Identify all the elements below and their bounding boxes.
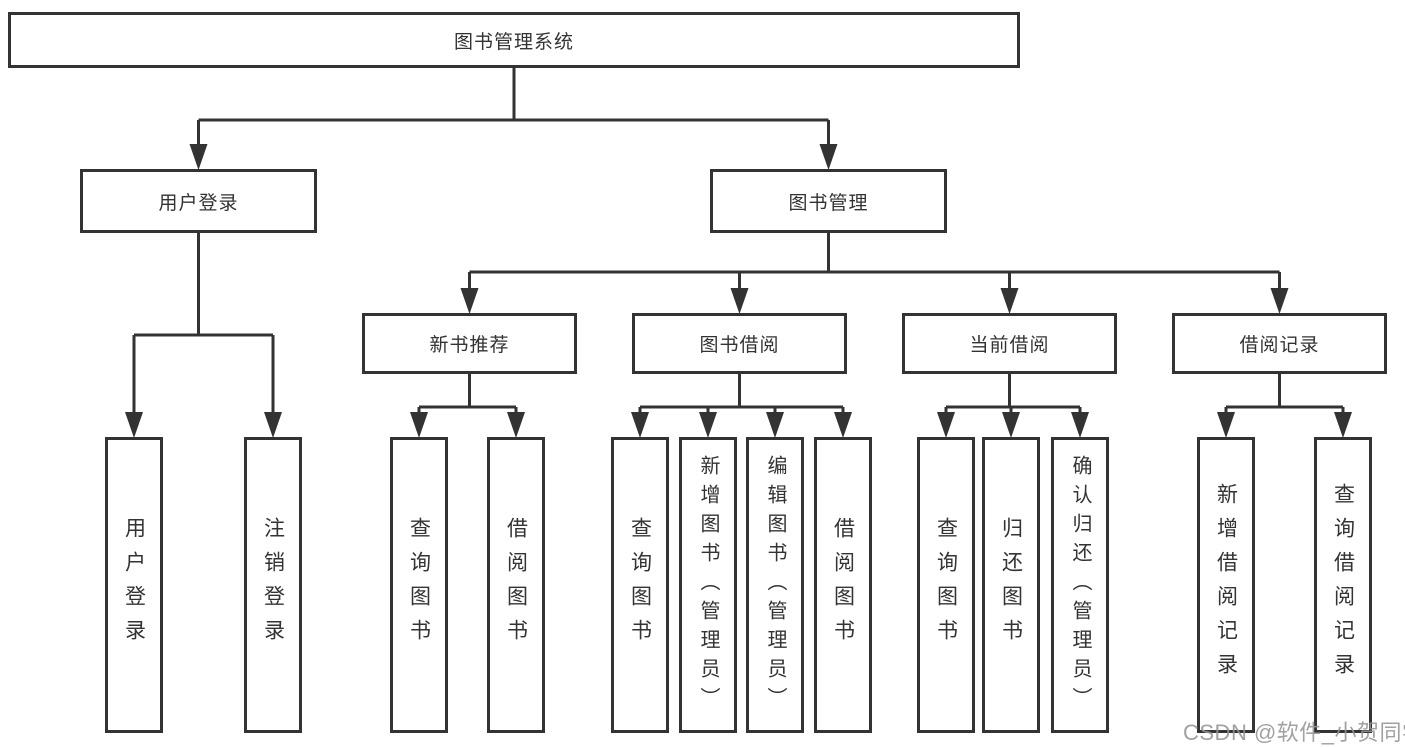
arrow-down-icon (410, 412, 428, 438)
arrow-down-icon (819, 144, 838, 170)
leaf-cb-query-books: 查询图书 (917, 437, 975, 733)
arrow-down-icon (1071, 412, 1089, 438)
leaf-logout: 注销登录 (244, 437, 302, 733)
leaf-bb-edit-books-admin: 编辑图书（管理员） (746, 437, 804, 733)
leaf-nb-borrow-books: 借阅图书 (487, 437, 545, 733)
arrow-down-icon (1334, 412, 1352, 438)
leaf-nb-query-books: 查询图书 (390, 437, 448, 733)
arrow-down-icon (1217, 412, 1235, 438)
node-book-borrow: 图书借阅 (632, 313, 847, 374)
node-new-book-recommend: 新书推荐 (362, 313, 577, 374)
arrow-down-icon (264, 412, 282, 438)
leaf-br-add-record: 新增借阅记录 (1197, 437, 1255, 733)
leaf-bb-borrow-books: 借阅图书 (814, 437, 872, 733)
node-current-borrow: 当前借阅 (902, 313, 1117, 374)
node-borrow-records: 借阅记录 (1172, 313, 1387, 374)
arrow-down-icon (766, 412, 784, 438)
arrow-down-icon (699, 412, 717, 438)
leaf-cb-return-books: 归还图书 (982, 437, 1040, 733)
arrow-down-icon (1270, 288, 1289, 314)
arrow-down-icon (189, 144, 208, 170)
node-book-management: 图书管理 (710, 169, 947, 233)
leaf-bb-add-books-admin: 新增图书（管理员） (679, 437, 737, 733)
arrow-down-icon (125, 412, 143, 438)
arrow-down-icon (1000, 288, 1019, 314)
node-user-login: 用户登录 (80, 169, 317, 233)
leaf-br-query-record: 查询借阅记录 (1314, 437, 1372, 733)
arrow-down-icon (507, 412, 525, 438)
arrow-down-icon (834, 412, 852, 438)
arrow-down-icon (730, 288, 749, 314)
arrow-down-icon (460, 288, 479, 314)
leaf-bb-query-books: 查询图书 (611, 437, 669, 733)
node-library-management-system: 图书管理系统 (8, 12, 1020, 68)
leaf-cb-confirm-return-admin: 确认归还（管理员） (1051, 437, 1109, 733)
arrow-down-icon (631, 412, 649, 438)
arrow-down-icon (1002, 412, 1020, 438)
leaf-user-login: 用户登录 (105, 437, 163, 733)
arrow-down-icon (937, 412, 955, 438)
